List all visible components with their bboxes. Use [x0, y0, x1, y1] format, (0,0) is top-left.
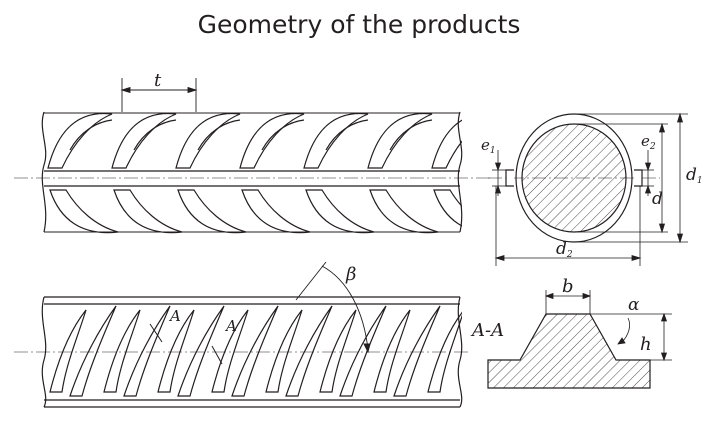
beta-angle [295, 261, 371, 354]
d-label: d [652, 189, 663, 209]
beta-label: β [345, 264, 356, 285]
b-label: b [562, 276, 574, 297]
rib-section [487, 313, 651, 389]
section-mark-right: A [224, 317, 237, 335]
rebar-side-view [14, 111, 490, 234]
pitch-dimension [120, 78, 198, 112]
rebar-cross-section [488, 113, 660, 243]
e1-label: e1 [481, 136, 496, 156]
alpha-label: α [628, 295, 640, 315]
h-label: h [640, 334, 652, 355]
page-title: Geometry of the products [197, 10, 521, 39]
cross-section-dimensions [492, 112, 688, 266]
d2-label: d2 [556, 239, 573, 260]
rib-section-dimensions [544, 290, 672, 362]
e2-label: e2 [641, 132, 656, 152]
pitch-label: t [154, 70, 162, 91]
section-view-label: A-A [470, 320, 504, 341]
d1-label: d1 [686, 165, 703, 186]
rebar-plan-view [14, 296, 470, 408]
section-mark-left: A [168, 307, 181, 325]
